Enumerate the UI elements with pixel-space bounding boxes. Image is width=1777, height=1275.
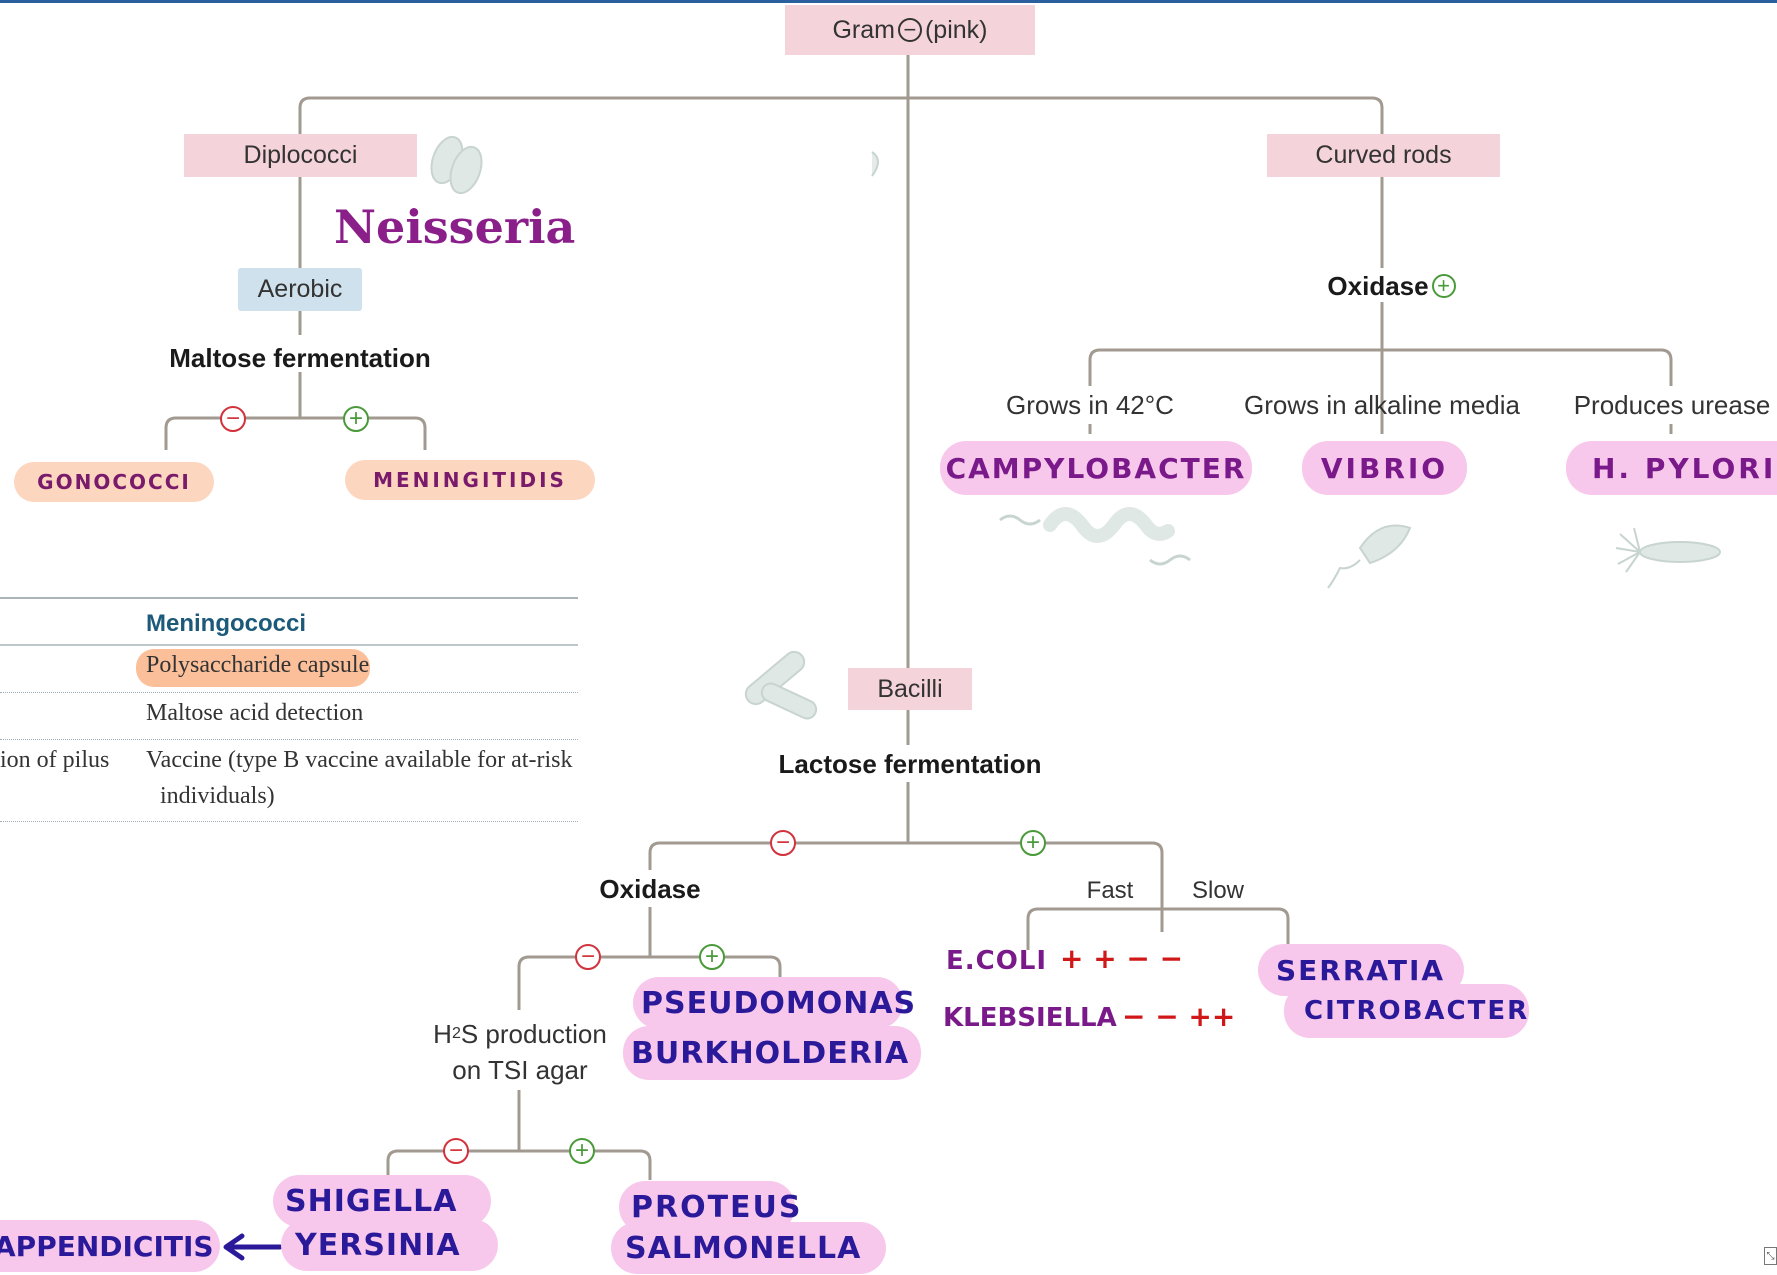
- klebsiella-label: KLEBSIELLA: [943, 1003, 1117, 1033]
- aerobic-box: Aerobic: [238, 268, 362, 311]
- table-cell-vaccine-2: individuals): [160, 783, 275, 809]
- tsi-agar-label: on TSI agar: [452, 1054, 588, 1085]
- meningitidis-label: MENINGITIDIS: [373, 468, 567, 492]
- campylobacter-highlight: CAMPYLOBACTER: [940, 441, 1252, 495]
- plus-icon: +: [1431, 274, 1456, 298]
- citrobacter-highlight: CITROBACTER: [1284, 984, 1529, 1038]
- row-divider: [0, 739, 578, 740]
- plus-icon: +: [343, 406, 369, 432]
- table-header: Meningococci: [146, 610, 307, 637]
- meningitidis-highlight: MENINGITIDIS: [345, 460, 595, 500]
- proteus-label: PROTEUS: [631, 1189, 803, 1225]
- condition-42c: Grows in 42°C: [1006, 389, 1174, 420]
- ecoli-label: E.COLI: [946, 946, 1048, 976]
- salmonella-label: SALMONELLA: [625, 1230, 862, 1266]
- lactose-fermentation-label: Lactose fermentation: [778, 748, 1042, 779]
- oxidase-positive-label: Oxidase +: [1318, 268, 1468, 304]
- gonococci-label: GONOCOCCI: [37, 470, 191, 494]
- root-label-right: (pink): [924, 15, 988, 44]
- shigella-highlight: SHIGELLA: [273, 1175, 491, 1227]
- maltose-fermentation-label: Maltose fermentation: [169, 342, 431, 373]
- fast-label: Fast: [1086, 877, 1134, 904]
- diplococci-illustration: [430, 135, 483, 195]
- citrobacter-label: CITROBACTER: [1304, 996, 1530, 1026]
- burkholderia-highlight: BURKHOLDERIA: [623, 1026, 921, 1080]
- gonococci-highlight: GONOCOCCI: [14, 462, 214, 502]
- table-cell-capsule: Polysaccharide capsule: [146, 652, 370, 678]
- table-cell-vaccine-1: Vaccine (type B vaccine available for at…: [146, 747, 573, 773]
- yersinia-highlight: YERSINIA: [281, 1219, 498, 1271]
- klebsiella-marks: − − ++: [1122, 1000, 1236, 1033]
- minus-icon: −: [770, 830, 796, 856]
- appendicitis-label: APPENDICITIS: [0, 1229, 214, 1263]
- h-pylori-highlight: H. PYLORI: [1566, 441, 1777, 495]
- neisseria-annotation: Neisseria: [334, 200, 576, 254]
- campylobacter-illustration: [999, 507, 1191, 566]
- burkholderia-label: BURKHOLDERIA: [631, 1035, 910, 1071]
- gram-negative-root: Gram − (pink): [785, 5, 1035, 55]
- pseudomonas-label: PSEUDOMONAS: [641, 985, 917, 1021]
- minus-icon: −: [897, 18, 922, 42]
- h-pylori-illustration: [1615, 527, 1721, 573]
- appendicitis-highlight: APPENDICITIS: [0, 1220, 220, 1272]
- vibrio-highlight: VIBRIO: [1302, 441, 1467, 495]
- ecoli-marks: + + − −: [1060, 942, 1184, 975]
- salmonella-highlight: SALMONELLA: [611, 1222, 886, 1274]
- curved-rods-box: Curved rods: [1267, 134, 1500, 177]
- table-cell-pilus: ion of pilus: [0, 747, 110, 773]
- shigella-label: SHIGELLA: [285, 1183, 458, 1219]
- pseudomonas-highlight: PSEUDOMONAS: [633, 977, 915, 1029]
- plus-icon: +: [569, 1138, 595, 1164]
- row-divider: [0, 692, 578, 693]
- slow-label: Slow: [1191, 877, 1245, 904]
- condition-alkaline: Grows in alkaline media: [1243, 389, 1520, 420]
- serratia-label: SERRATIA: [1276, 953, 1446, 987]
- bacilli-box: Bacilli: [848, 668, 972, 710]
- minus-icon: −: [220, 406, 246, 432]
- table-cell-maltose: Maltose acid detection: [146, 700, 364, 726]
- h2s-subscript: 2: [451, 1025, 461, 1042]
- h2s-suffix: S production: [460, 1018, 607, 1049]
- campylobacter-label: CAMPYLOBACTER: [945, 451, 1247, 485]
- plus-icon: +: [699, 944, 725, 970]
- plus-icon: +: [1020, 830, 1046, 856]
- bacilli-illustration: [744, 650, 818, 720]
- row-divider: [0, 821, 578, 822]
- h2s-prefix: H: [433, 1018, 452, 1049]
- oxidase-label: Oxidase: [1327, 270, 1429, 301]
- h-pylori-label: H. PYLORI: [1592, 451, 1777, 485]
- appendicitis-arrow: [223, 1233, 283, 1261]
- condition-urease: Produces urease: [1573, 389, 1771, 420]
- minus-icon: −: [575, 944, 601, 970]
- diplococci-box: Diplococci: [184, 134, 417, 177]
- yersinia-label: YERSINIA: [295, 1227, 461, 1263]
- vibrio-label: VIBRIO: [1320, 451, 1449, 485]
- vibrio-illustration: [1327, 524, 1412, 589]
- root-label-left: Gram: [832, 15, 895, 44]
- minus-icon: −: [443, 1138, 469, 1164]
- oxidase-bacilli-label: Oxidase: [599, 873, 701, 904]
- top-border: [0, 0, 1777, 3]
- resize-icon[interactable]: ⤡: [1764, 1247, 1777, 1265]
- capsule-highlight: [136, 649, 370, 687]
